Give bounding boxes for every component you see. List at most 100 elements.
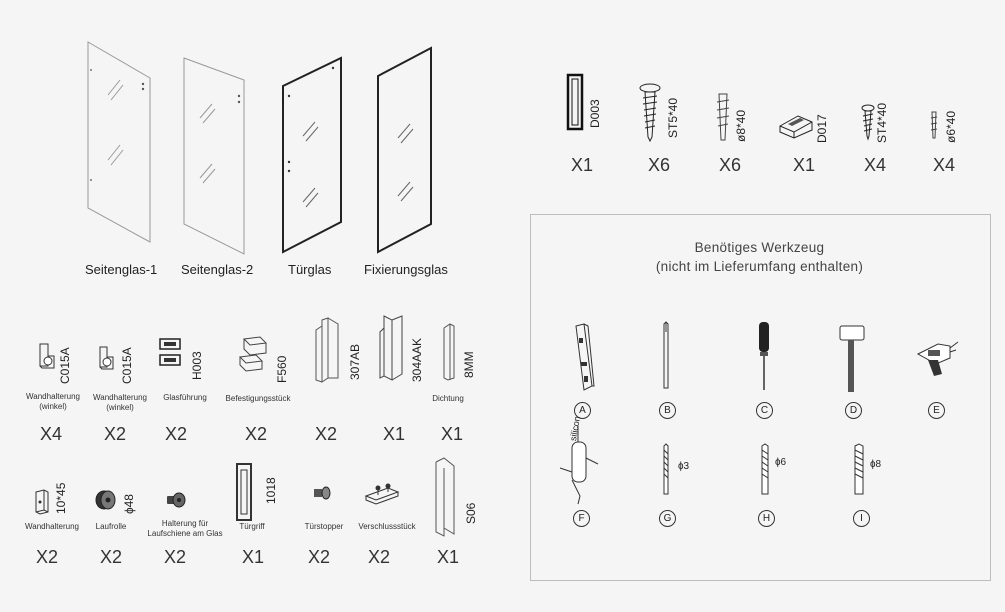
glass-label-tuerglas: Türglas (288, 262, 332, 277)
spirit-level-icon (575, 323, 595, 391)
part-code-8mm: 8MM (462, 351, 476, 378)
hammer-icon (839, 325, 865, 392)
part-count-s06: X1 (437, 547, 460, 567)
part-code-s06: S06 (464, 502, 478, 524)
part-code-st4-40: ST4*40 (875, 102, 889, 143)
part-count-307ab: X2 (315, 424, 338, 444)
wall-plug-icon (716, 93, 730, 141)
part-count-10-45: X2 (36, 547, 59, 567)
tool-letter-b: B (659, 402, 676, 419)
part-code-c015a-2: C015A (120, 347, 134, 384)
glass-guide-icon (159, 338, 181, 366)
tools-box (530, 214, 991, 581)
part-count-st5-40: X6 (648, 155, 671, 175)
screw-icon (639, 83, 661, 143)
tool-letter-d: D (845, 402, 862, 419)
part-code-d017: D017 (815, 114, 829, 143)
tool-letter-e: E (928, 402, 945, 419)
roller-icon (95, 490, 116, 510)
closing-piece-icon (364, 483, 400, 505)
part-name-wandhalterung-winkel-2: Wandhalterung (winkel) (93, 393, 147, 412)
part-count-c015a-2: X2 (104, 424, 127, 444)
part-count-c015a-1: X4 (40, 424, 63, 444)
pencil-icon (663, 321, 669, 389)
profile-strip-icon (379, 315, 403, 381)
part-code-o48: ɸ48 (122, 494, 136, 514)
part-name-glasfuehrung: Glasführung (163, 393, 207, 402)
door-stopper-icon (314, 486, 331, 500)
glass-label-fixierungsglas: Fixierungsglas (364, 262, 448, 277)
part-count-1018: X1 (242, 547, 265, 567)
drill-bit-size-6: ɸ6 (775, 457, 787, 468)
part-name-laufrolle: Laufrolle (95, 522, 127, 531)
glass-panel-seitenglas-2 (183, 57, 245, 255)
glass-label-seitenglas-1: Seitenglas-1 (85, 262, 158, 277)
part-code-304aak: 304AAK (410, 337, 424, 382)
part-count-f560: X2 (245, 424, 268, 444)
part-name-verschlussstueck: Verschlussstück (358, 522, 416, 531)
small-wall-plug-icon (930, 111, 938, 139)
part-count-closing-piece: X2 (368, 547, 391, 567)
glass-panel-tuerglas (282, 56, 342, 254)
seal-strip-icon (443, 323, 455, 381)
screwdriver-icon (759, 322, 769, 390)
part-count-8mm: X1 (441, 424, 464, 444)
part-code-o8-40: ø8*40 (734, 109, 748, 142)
part-count-o8-40: X6 (719, 155, 742, 175)
drill-bit-size-8: ɸ8 (870, 459, 882, 470)
wall-bracket-angle-icon (99, 346, 114, 370)
wall-bracket-icon (35, 489, 49, 515)
part-count-o6-40: X4 (933, 155, 956, 175)
tool-letter-g: G (659, 510, 676, 527)
part-code-c015a-1: C015A (58, 347, 72, 384)
tools-subtitle: (nicht im Lieferumfang enthalten) (655, 259, 864, 274)
part-count-h003: X2 (165, 424, 188, 444)
fixing-piece-icon (238, 336, 268, 372)
rail-holder-icon (167, 492, 186, 508)
part-code-st5-40: ST5*40 (666, 97, 680, 138)
drill-bit-icon (761, 443, 769, 495)
tool-letter-a: A (574, 402, 591, 419)
glass-panel-fixierungsglas (377, 46, 432, 254)
part-name-tuerstopper: Türstopper (304, 522, 344, 531)
rail-end-cap-icon (566, 73, 584, 131)
part-count-d003: X1 (571, 155, 594, 175)
wall-bracket-angle-icon (39, 343, 55, 369)
part-count-rail-holder: X2 (164, 547, 187, 567)
part-code-d003: D003 (588, 99, 602, 128)
seal-strip-icon (435, 457, 455, 537)
profile-strip-icon (315, 317, 339, 383)
part-code-307ab: 307AB (348, 343, 362, 380)
part-name-tuergriff: Türgriff (239, 522, 265, 531)
part-name-dichtung: Dichtung (432, 394, 464, 403)
part-code-f560: F560 (275, 355, 289, 383)
part-name-halterung-laufschiene: Halterung für Laufschiene am Glas (147, 519, 223, 538)
glass-panel-seitenglas-1 (87, 41, 151, 243)
part-code-10-45: 10*45 (54, 482, 68, 514)
part-name-wandhalterung-winkel-1: Wandhalterung (winkel) (26, 392, 80, 411)
part-count-o48: X2 (100, 547, 123, 567)
part-name-wandhalterung: Wandhalterung (25, 522, 79, 531)
part-count-304aak: X1 (383, 424, 406, 444)
drill-bit-size-3: ɸ3 (678, 461, 690, 472)
stopper-block-icon (779, 115, 813, 139)
part-code-h003: H003 (190, 351, 204, 380)
drill-icon (916, 341, 959, 376)
silicone-gun-icon (559, 426, 599, 505)
drill-bit-icon (854, 443, 864, 495)
door-handle-icon (236, 463, 252, 521)
part-count-d017: X1 (793, 155, 816, 175)
part-count-door-stopper: X2 (308, 547, 331, 567)
small-screw-icon (861, 104, 875, 141)
glass-label-seitenglas-2: Seitenglas-2 (181, 262, 254, 277)
tools-title: Benötiges Werkzeug (694, 240, 825, 255)
tool-letter-f: F (573, 510, 590, 527)
part-count-st4-40: X4 (864, 155, 887, 175)
part-name-befestigungsstueck: Befestigungsstück (225, 394, 291, 403)
tool-letter-i: I (853, 510, 870, 527)
tool-letter-h: H (758, 510, 775, 527)
tool-letter-c: C (756, 402, 773, 419)
part-code-1018: 1018 (264, 477, 278, 504)
drill-bit-icon (663, 443, 669, 495)
part-code-o6-40: ø6*40 (944, 110, 958, 143)
